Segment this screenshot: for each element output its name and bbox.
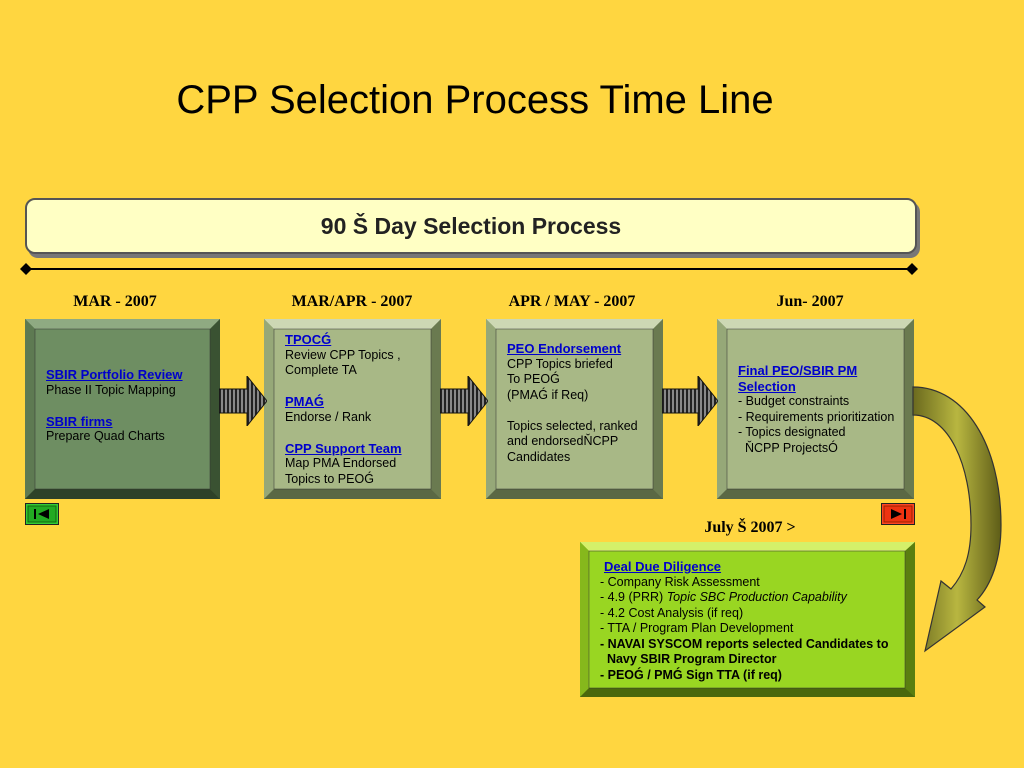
- page-title: CPP Selection Process Time Line: [176, 78, 774, 122]
- final-line-4: ŇCPP ProjectsÓ: [738, 440, 838, 455]
- tpoc-line-1: Review CPP Topics ,: [285, 347, 401, 362]
- dd-line-7: - PEOǴ / PMǴ Sign TTA (if req): [600, 667, 782, 682]
- final-selection-heading-1[interactable]: Final PEO/SBIR PM: [738, 363, 858, 378]
- peo-line-1: CPP Topics briefed: [507, 356, 613, 371]
- sbir-firms-heading[interactable]: SBIR firms: [46, 413, 113, 429]
- arrow-stage3-to-stage4: [662, 376, 718, 426]
- final-line-1: - Budget constraints: [738, 394, 850, 408]
- pma-line: Endorse / Rank: [285, 409, 372, 424]
- first-slide-button[interactable]: [25, 503, 59, 525]
- arrow-stage1-to-stage2: [219, 376, 267, 426]
- timeline-end-marker: [906, 263, 918, 275]
- portfolio-review-text: Phase II Topic Mapping: [46, 382, 176, 397]
- peo-endorsement-heading[interactable]: PEO Endorsement: [507, 341, 622, 356]
- date-label-jun: Jun- 2007: [776, 293, 844, 310]
- date-label-mar-apr: MAR/APR - 2007: [291, 293, 413, 310]
- cpp-support-line-1: Map PMA Endorsed: [285, 456, 397, 470]
- dd-line-4: - TTA / Program Plan Development: [600, 621, 794, 635]
- dd-line-6: Navy SBIR Program Director: [600, 652, 777, 666]
- stage-box-peo-endorsement: PEO Endorsement CPP Topics briefed To PE…: [486, 319, 663, 499]
- curved-arrow-stage4-to-stage5: [912, 386, 1002, 653]
- date-label-apr-may: APR / MAY - 2007: [508, 293, 636, 310]
- tpoc-line-2: Complete TA: [285, 363, 357, 377]
- arrow-stage2-to-stage3: [440, 376, 488, 426]
- date-label-july: July Š 2007 >: [704, 519, 796, 536]
- due-diligence-heading[interactable]: Deal Due Diligence: [604, 559, 722, 574]
- peo-line-5: and endorsedŇCPP: [507, 434, 619, 448]
- peo-line-2: To PEOǴ: [507, 372, 560, 386]
- dd-line-5: - NAVAI SYSCOM reports selected Candidat…: [600, 636, 889, 651]
- dd-line-1: - Company Risk Assessment: [600, 574, 760, 589]
- cpp-support-line-2: Topics to PEOǴ: [285, 471, 374, 486]
- sbir-firms-text: Prepare Quad Charts: [46, 429, 165, 443]
- last-slide-button[interactable]: [881, 503, 915, 525]
- stage-box-final-selection: Final PEO/SBIR PM Selection - Budget con…: [717, 319, 914, 499]
- stage-box-portfolio-review: SBIR Portfolio Review Phase II Topic Map…: [25, 319, 220, 499]
- dd-line-3: - 4.2 Cost Analysis (if req): [600, 605, 744, 620]
- timeline-start-marker: [20, 263, 32, 275]
- final-selection-heading-2[interactable]: Selection: [738, 378, 796, 394]
- last-slide-icon: [891, 509, 902, 519]
- peo-line-4: Topics selected, ranked: [507, 418, 638, 433]
- timeline-bar: [20, 263, 918, 275]
- banner-label: 90 Š Day Selection Process: [320, 213, 622, 239]
- stage-box-due-diligence: Deal Due Diligence - Company Risk Assess…: [580, 542, 915, 697]
- first-slide-icon: [34, 509, 36, 519]
- cpp-support-heading[interactable]: CPP Support Team: [285, 440, 402, 456]
- date-label-mar: MAR - 2007: [73, 293, 157, 310]
- process-banner: 90 Š Day Selection Process: [25, 198, 917, 254]
- final-line-3: - Topics designated: [738, 425, 846, 439]
- peo-line-6: Candidates: [507, 449, 571, 464]
- stage-box-tpoc: TPOCǴ Review CPP Topics , Complete TA PM…: [264, 319, 441, 499]
- final-line-2: - Requirements prioritization: [738, 409, 895, 424]
- dd-line-2: - 4.9 (PRR) Topic SBC Production Capabil…: [600, 590, 847, 604]
- peo-line-3: (PMAǴ if Req): [507, 387, 589, 402]
- pma-heading[interactable]: PMAǴ: [285, 394, 324, 409]
- portfolio-review-heading[interactable]: SBIR Portfolio Review: [46, 367, 183, 382]
- tpoc-heading[interactable]: TPOCǴ: [285, 332, 332, 347]
